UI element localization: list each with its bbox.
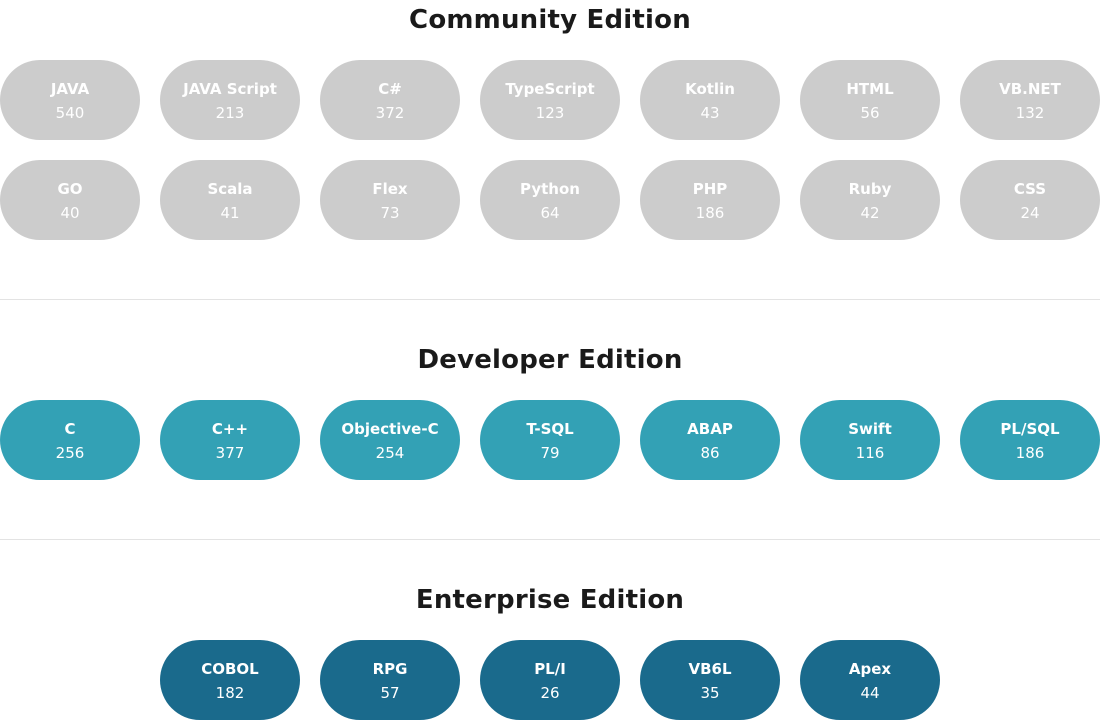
rule-count: 132 bbox=[1015, 104, 1045, 122]
language-name: JAVA bbox=[50, 80, 90, 98]
language-pill[interactable]: C++ 377 bbox=[160, 400, 300, 480]
language-name: Swift bbox=[848, 420, 892, 438]
rule-count: 256 bbox=[55, 444, 85, 462]
language-name: CSS bbox=[1013, 180, 1047, 198]
language-name: JAVA Script bbox=[183, 80, 277, 98]
language-pill[interactable]: Python 64 bbox=[480, 160, 620, 240]
rule-count: 41 bbox=[220, 204, 240, 222]
language-pill[interactable]: VB6L 35 bbox=[640, 640, 780, 720]
rule-count: 182 bbox=[215, 684, 245, 702]
language-name: GO bbox=[57, 180, 83, 198]
language-name: PL/I bbox=[534, 660, 566, 678]
rule-count: 123 bbox=[535, 104, 565, 122]
language-pill[interactable]: ABAP 86 bbox=[640, 400, 780, 480]
rule-count: 79 bbox=[540, 444, 560, 462]
language-name: RPG bbox=[372, 660, 408, 678]
language-name: Python bbox=[520, 180, 580, 198]
language-pill[interactable]: C 256 bbox=[0, 400, 140, 480]
language-name: VB6L bbox=[688, 660, 732, 678]
rule-count: 540 bbox=[55, 104, 85, 122]
language-pill[interactable]: JAVA Script 213 bbox=[160, 60, 300, 140]
language-name: Flex bbox=[372, 180, 408, 198]
language-name: PHP bbox=[692, 180, 728, 198]
enterprise-row-1: COBOL 182 RPG 57 PL/I 26 VB6L 35 Apex 44 bbox=[0, 640, 1100, 720]
rule-count: 186 bbox=[1015, 444, 1045, 462]
language-name: Scala bbox=[207, 180, 253, 198]
language-name: Objective-C bbox=[341, 420, 439, 438]
language-name: COBOL bbox=[201, 660, 259, 678]
community-row-2: GO 40 Scala 41 Flex 73 Python 64 PHP 186 Ruby 42 CSS… bbox=[0, 160, 1100, 240]
language-pill[interactable]: Ruby 42 bbox=[800, 160, 940, 240]
language-name: ABAP bbox=[687, 420, 733, 438]
language-name: Apex bbox=[848, 660, 892, 678]
rule-count: 26 bbox=[540, 684, 560, 702]
language-pill[interactable]: TypeScript 123 bbox=[480, 60, 620, 140]
language-name: C bbox=[64, 420, 76, 438]
rule-count: 44 bbox=[860, 684, 880, 702]
rule-count: 42 bbox=[860, 204, 880, 222]
language-name: VB.NET bbox=[999, 80, 1061, 98]
language-name: C# bbox=[378, 80, 402, 98]
developer-row-1: C 256 C++ 377 Objective-C 254 T-SQL 79 ABAP 86 Swi… bbox=[0, 400, 1100, 480]
rule-count: 64 bbox=[540, 204, 560, 222]
language-pill[interactable]: JAVA 540 bbox=[0, 60, 140, 140]
language-name: C++ bbox=[211, 420, 249, 438]
language-pill[interactable]: GO 40 bbox=[0, 160, 140, 240]
rule-count: 186 bbox=[695, 204, 725, 222]
rule-count: 43 bbox=[700, 104, 720, 122]
language-name: T-SQL bbox=[526, 420, 574, 438]
language-name: TypeScript bbox=[505, 80, 595, 98]
section-divider bbox=[0, 539, 1100, 540]
community-row-1: JAVA 540 JAVA Script 213 C# 372 TypeScript 123 K… bbox=[0, 60, 1100, 140]
rule-count: 213 bbox=[215, 104, 245, 122]
rule-count: 372 bbox=[375, 104, 405, 122]
language-pill[interactable]: C# 372 bbox=[320, 60, 460, 140]
rule-count: 377 bbox=[215, 444, 245, 462]
enterprise-edition-title: Enterprise Edition bbox=[415, 585, 685, 615]
language-pill[interactable]: PHP 186 bbox=[640, 160, 780, 240]
community-edition-title: Community Edition bbox=[409, 5, 691, 35]
rule-count: 73 bbox=[380, 204, 400, 222]
rule-count: 40 bbox=[60, 204, 80, 222]
language-pill[interactable]: HTML 56 bbox=[800, 60, 940, 140]
language-pill[interactable]: Apex 44 bbox=[800, 640, 940, 720]
language-pill[interactable]: Objective-C 254 bbox=[320, 400, 460, 480]
language-pill[interactable]: Kotlin 43 bbox=[640, 60, 780, 140]
language-pill[interactable]: T-SQL 79 bbox=[480, 400, 620, 480]
rule-count: 86 bbox=[700, 444, 720, 462]
language-name: Ruby bbox=[848, 180, 892, 198]
rule-count: 116 bbox=[855, 444, 885, 462]
language-pill[interactable]: CSS 24 bbox=[960, 160, 1100, 240]
language-name: HTML bbox=[846, 80, 894, 98]
language-name: Kotlin bbox=[685, 80, 735, 98]
language-pill[interactable]: COBOL 182 bbox=[160, 640, 300, 720]
language-pill[interactable]: Swift 116 bbox=[800, 400, 940, 480]
developer-edition-title: Developer Edition bbox=[417, 345, 683, 375]
rule-count: 254 bbox=[375, 444, 405, 462]
language-pill[interactable]: PL/I 26 bbox=[480, 640, 620, 720]
rule-count: 35 bbox=[700, 684, 720, 702]
section-divider bbox=[0, 299, 1100, 300]
rule-count: 24 bbox=[1020, 204, 1040, 222]
language-pill[interactable]: Flex 73 bbox=[320, 160, 460, 240]
language-name: PL/SQL bbox=[1000, 420, 1060, 438]
rule-count: 57 bbox=[380, 684, 400, 702]
rule-count: 56 bbox=[860, 104, 880, 122]
language-pill[interactable]: RPG 57 bbox=[320, 640, 460, 720]
language-pill[interactable]: Scala 41 bbox=[160, 160, 300, 240]
language-pill[interactable]: PL/SQL 186 bbox=[960, 400, 1100, 480]
language-pill[interactable]: VB.NET 132 bbox=[960, 60, 1100, 140]
